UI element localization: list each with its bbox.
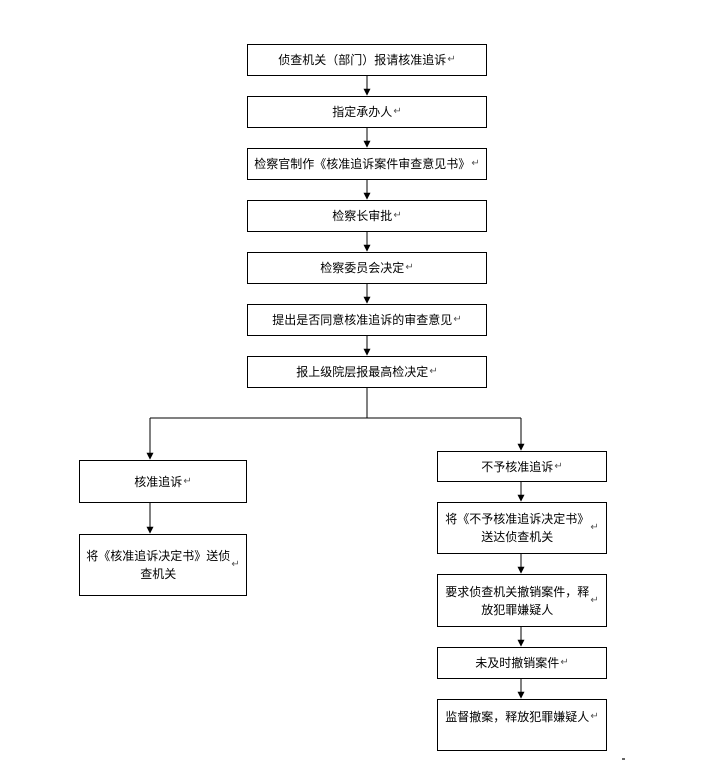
step-send-approval-decision: 将《核准追诉决定书》送侦 查机关↵	[79, 534, 247, 596]
step-assign-handler: 指定承办人↵	[247, 96, 487, 128]
paragraph-mark-icon: ↵	[393, 210, 402, 221]
paragraph-mark-icon: ↵	[447, 54, 456, 65]
step-report-for-approval: 侦查机关（部门）报请核准追诉↵	[247, 44, 487, 76]
paragraph-mark-icon: ↵	[590, 522, 599, 533]
step-chief-approval: 检察长审批↵	[247, 200, 487, 232]
stray-mark	[622, 758, 625, 760]
step-committee-decision: 检察委员会决定↵	[247, 252, 487, 284]
paragraph-mark-icon: ↵	[554, 460, 563, 472]
paragraph-mark-icon: ↵	[429, 366, 438, 377]
paragraph-mark-icon: ↵	[471, 158, 480, 169]
paragraph-mark-icon: ↵	[393, 106, 402, 117]
paragraph-mark-icon: ↵	[231, 559, 240, 570]
step-require-case-withdrawal: 要求侦查机关撤销案件，释 放犯罪嫌疑人↵	[437, 574, 607, 627]
step-prepare-review-opinion: 检察官制作《核准追诉案件审查意见书》↵	[247, 148, 487, 180]
paragraph-mark-icon: ↵	[183, 475, 192, 487]
paragraph-mark-icon: ↵	[405, 262, 414, 273]
step-report-to-supreme: 报上级院层报最高检决定↵	[247, 356, 487, 388]
step-send-denial-decision: 将《不予核准追诉决定书》 送达侦查机关↵	[437, 502, 607, 554]
step-supervise-withdrawal: 监督撤案，释放犯罪嫌疑人↵	[437, 699, 607, 751]
paragraph-mark-icon: ↵	[590, 711, 599, 722]
step-approve-prosecution: 核准追诉↵	[79, 460, 247, 503]
step-not-withdrawn-in-time: 未及时撤销案件↵	[437, 647, 607, 679]
paragraph-mark-icon: ↵	[590, 594, 599, 606]
paragraph-mark-icon: ↵	[560, 657, 569, 668]
paragraph-mark-icon: ↵	[453, 314, 462, 325]
step-deny-prosecution: 不予核准追诉↵	[437, 451, 607, 482]
step-submit-opinion: 提出是否同意核准追诉的审查意见↵	[247, 304, 487, 336]
